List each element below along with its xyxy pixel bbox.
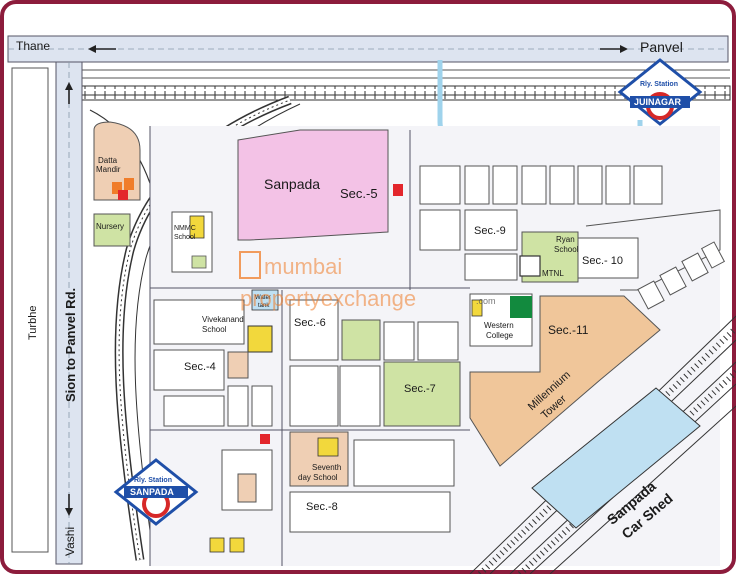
label-seventh-2: day School <box>298 473 338 482</box>
label-thane: Thane <box>16 39 50 53</box>
label-western-1: Western <box>484 321 514 330</box>
label-nursery: Nursery <box>96 222 124 231</box>
watermark-suffix: .com <box>476 296 496 306</box>
label-sec5: Sec.-5 <box>340 186 378 201</box>
park-sec6 <box>341 319 381 361</box>
sector-9-blocks <box>419 165 663 281</box>
label-juinagar-tag: Rly. Station <box>640 81 678 88</box>
label-sion-panvel: Sion to Panvel Rd. <box>63 288 78 402</box>
red-marker-sec5 <box>393 184 403 196</box>
label-vivekanand-2: School <box>202 325 227 334</box>
label-sec6: Sec.-6 <box>294 317 326 329</box>
vivekanand-block <box>153 299 245 345</box>
label-ryan-1: Ryan <box>556 235 575 244</box>
label-sec10: Sec.- 10 <box>582 255 623 267</box>
road-lines <box>149 126 470 566</box>
label-panvel: Panvel <box>640 39 683 55</box>
nmmc-school-building <box>189 215 205 239</box>
label-sec4: Sec.-4 <box>184 361 216 373</box>
highway-top <box>7 35 729 63</box>
label-sanpada: Sanpada <box>264 176 320 192</box>
seventh-day-school-building <box>317 437 339 457</box>
label-sanpada-tag: Rly. Station <box>134 477 172 484</box>
water-tank <box>251 289 279 311</box>
label-western-2: College <box>486 331 514 340</box>
vivekanand-school-building <box>247 325 273 353</box>
label-ryan-2: School <box>554 245 579 254</box>
label-sec8: Sec.-8 <box>306 501 338 513</box>
label-mtnl: MTNL <box>542 269 564 278</box>
label-vivekanand-1: Vivekanand <box>202 315 244 324</box>
label-vashi: Vashi <box>63 527 77 556</box>
sector-6-blocks <box>289 299 459 427</box>
nursery-block <box>93 213 131 247</box>
label-sec11: Sec.-11 <box>548 323 589 337</box>
label-sec9: Sec.-9 <box>474 225 506 237</box>
mtnl-building <box>519 255 541 277</box>
juinagar-station <box>617 58 703 126</box>
sector-7-block <box>383 361 461 427</box>
red-marker-sec8 <box>260 434 270 444</box>
sector-4-blocks <box>153 349 273 427</box>
label-water-2: tank <box>258 303 270 309</box>
sector-5-block <box>237 129 389 241</box>
label-water-1: Water <box>255 295 271 301</box>
watermark-line2: propertyexchange <box>240 286 416 311</box>
label-juinagar: JUINAGAR <box>634 97 682 107</box>
car-shed-building <box>531 387 701 529</box>
turbhe-block <box>11 67 49 553</box>
label-nmmc-2: School <box>174 234 196 241</box>
label-seventh-1: Seventh <box>312 463 341 472</box>
railway-main <box>69 69 731 101</box>
label-datta-1: Datta <box>98 156 118 165</box>
watermark-logo <box>239 251 261 279</box>
watermark-line1: mumbai <box>264 254 342 279</box>
label-nmmc-1: NMMC <box>174 225 196 232</box>
sector-10-block <box>577 237 639 279</box>
sector-11-block <box>469 295 661 467</box>
label-sanpada-station: SANPADA <box>130 487 174 497</box>
sector-10-side-blocks <box>637 241 726 310</box>
label-sec7: Sec.-7 <box>404 383 436 395</box>
green-building <box>510 296 532 318</box>
sanpada-station <box>113 458 199 526</box>
label-turbhe: Turbhe <box>27 306 39 340</box>
sion-panvel-road <box>55 61 83 565</box>
label-datta-2: Mandir <box>96 165 121 174</box>
